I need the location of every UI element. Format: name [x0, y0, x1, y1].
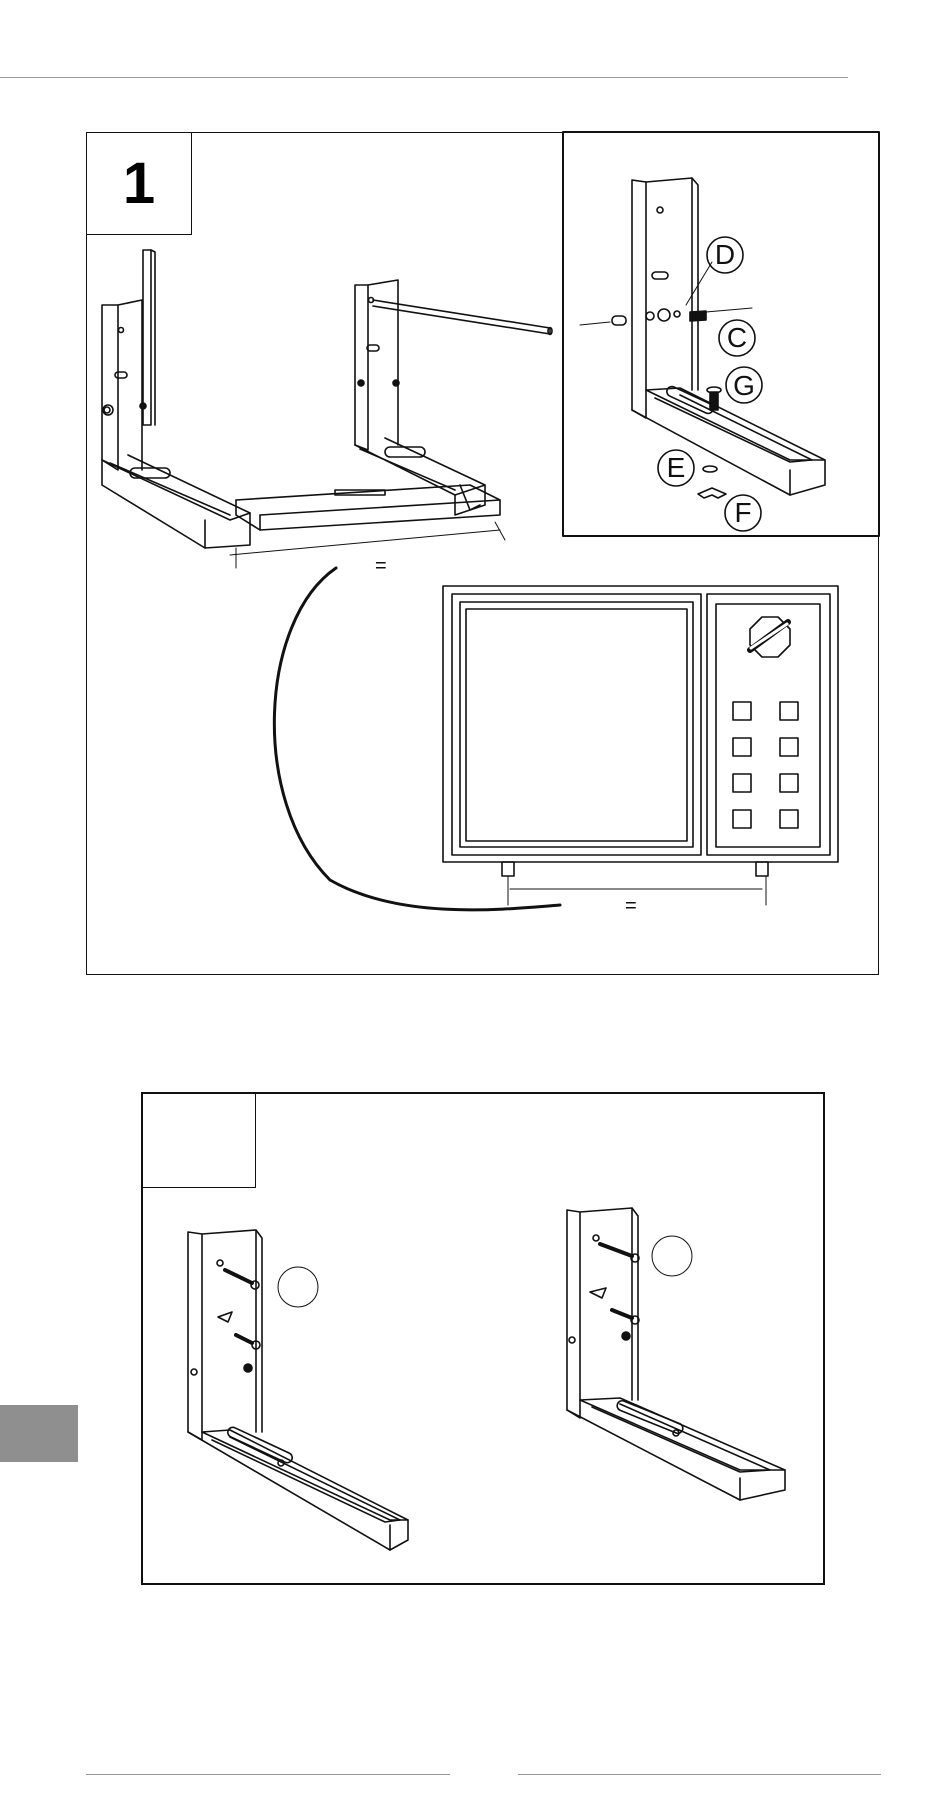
left-wall-bracket-drawing — [188, 1230, 408, 1550]
callout-d: D — [707, 237, 743, 273]
equal-sign-top: = — [375, 555, 387, 577]
crossbar-drawing — [236, 485, 500, 530]
right-bracket-drawing — [355, 280, 552, 515]
left-bracket-drawing — [102, 250, 250, 548]
svg-text:F: F — [734, 497, 751, 528]
footer-rule-right — [518, 1774, 881, 1775]
right-wall-bracket-drawing — [567, 1208, 785, 1500]
callout-c: C — [719, 320, 755, 356]
connecting-curve — [274, 568, 560, 910]
svg-text:D: D — [715, 239, 735, 270]
callout-g: G — [726, 367, 762, 403]
equal-sign-bottom: = — [625, 895, 637, 917]
figure-2-illustration — [0, 1000, 950, 1600]
side-tab — [0, 1405, 78, 1462]
microwave-drawing — [443, 586, 838, 905]
svg-text:E: E — [667, 452, 686, 483]
callout-e: E — [658, 450, 694, 486]
svg-text:C: C — [727, 322, 747, 353]
footer-rule-left — [86, 1774, 450, 1775]
figure-1-illustration: = D C — [0, 0, 950, 1000]
detail-bracket-drawing — [580, 178, 825, 498]
detail-inset-frame — [563, 132, 879, 536]
callout-f: F — [725, 495, 761, 531]
svg-text:G: G — [733, 370, 755, 401]
